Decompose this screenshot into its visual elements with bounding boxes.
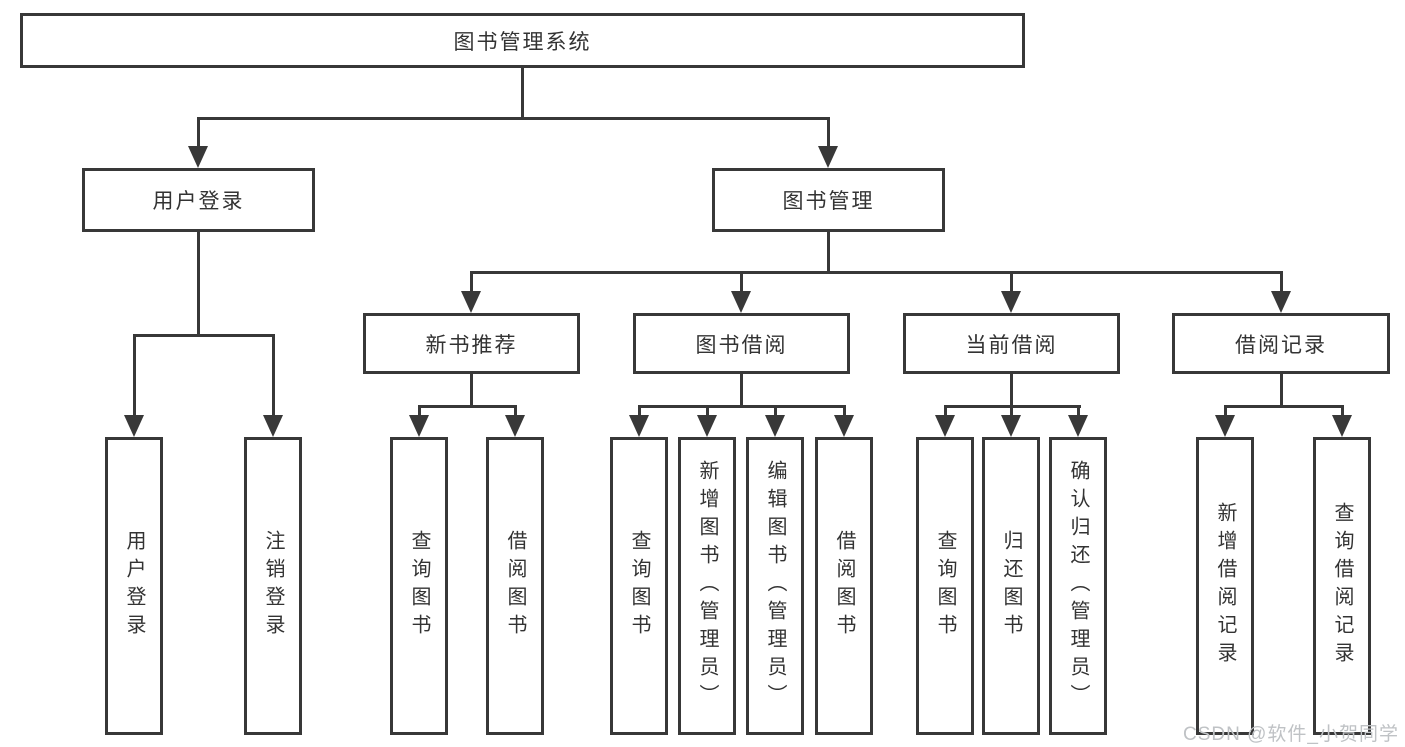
arrowhead-new-book xyxy=(461,291,481,313)
leaf-add-borrow-record: 新增借阅记录 xyxy=(1196,437,1254,735)
leaf-query-books-recommend-label: 查询图书 xyxy=(408,530,430,642)
leaf-return-books-label: 归还图书 xyxy=(1000,530,1022,642)
edge-stem-br-add xyxy=(1224,405,1227,416)
leaf-add-borrow-record-label: 新增借阅记录 xyxy=(1214,502,1236,670)
arrowhead-bb-edit xyxy=(765,415,785,437)
node-current-borrowing: 当前借阅 xyxy=(903,313,1120,374)
leaf-confirm-return-admin-label: 确认归还（管理员） xyxy=(1067,460,1089,712)
edge-stem-nb-borrow xyxy=(514,405,517,416)
edge-records-drop xyxy=(1280,374,1283,407)
edge-newbook-bar xyxy=(418,405,517,408)
edge-root-bar xyxy=(197,117,830,120)
arrowhead-leaf-logout xyxy=(263,415,283,437)
leaf-user-login: 用户登录 xyxy=(105,437,163,735)
watermark: CSDN @软件_小贺同学 xyxy=(1183,724,1399,745)
leaf-borrow-books-recommend: 借阅图书 xyxy=(486,437,544,735)
edge-newbook-drop xyxy=(470,374,473,407)
edge-records-bar xyxy=(1224,405,1344,408)
leaf-query-books-current-label: 查询图书 xyxy=(934,530,956,642)
edge-userlogin-drop xyxy=(197,232,200,336)
edge-stem-bb-add xyxy=(706,405,709,416)
edge-stem-user-login xyxy=(197,117,200,148)
node-book-management: 图书管理 xyxy=(712,168,945,232)
edge-stem-borrow-records xyxy=(1280,271,1283,292)
node-user-login: 用户登录 xyxy=(82,168,315,232)
leaf-logout: 注销登录 xyxy=(244,437,302,735)
leaf-edit-books-admin: 编辑图书（管理员） xyxy=(746,437,804,735)
edge-stem-bb-borrow xyxy=(843,405,846,416)
arrowhead-br-query xyxy=(1332,415,1352,437)
arrowhead-leaf-user-login xyxy=(124,415,144,437)
leaf-borrow-books: 借阅图书 xyxy=(815,437,873,735)
leaf-query-borrow-record-label: 查询借阅记录 xyxy=(1331,502,1353,670)
edge-stem-nb-query xyxy=(418,405,421,416)
arrowhead-cb-confirm xyxy=(1068,415,1088,437)
edge-stem-cb-confirm xyxy=(1077,405,1080,416)
leaf-query-books-recommend: 查询图书 xyxy=(390,437,448,735)
edge-userlogin-bar xyxy=(133,334,275,337)
leaf-add-books-admin-label: 新增图书（管理员） xyxy=(696,460,718,712)
arrowhead-cb-return xyxy=(1001,415,1021,437)
leaf-return-books: 归还图书 xyxy=(982,437,1040,735)
edge-current-drop xyxy=(1010,374,1013,407)
edge-stem-leaf-logout xyxy=(272,334,275,416)
edge-stem-bb-edit xyxy=(774,405,777,416)
arrowhead-book-management xyxy=(818,146,838,168)
leaf-logout-label: 注销登录 xyxy=(262,530,284,642)
node-book-borrowing: 图书借阅 xyxy=(633,313,850,374)
arrowhead-user-login xyxy=(188,146,208,168)
edge-stem-book-borrow xyxy=(740,271,743,292)
leaf-confirm-return-admin: 确认归还（管理员） xyxy=(1049,437,1107,735)
edge-current-bar xyxy=(944,405,1081,408)
edge-stem-book-management xyxy=(827,117,830,148)
edge-stem-bb-query xyxy=(638,405,641,416)
arrowhead-nb-borrow xyxy=(505,415,525,437)
node-new-book-recommendation: 新书推荐 xyxy=(363,313,580,374)
edge-borrow-drop xyxy=(740,374,743,407)
leaf-query-books-borrow: 查询图书 xyxy=(610,437,668,735)
edge-stem-cb-return xyxy=(1010,405,1013,416)
edge-bookmgmt-bar xyxy=(470,271,1283,274)
arrowhead-current-borrow xyxy=(1001,291,1021,313)
edge-borrow-bar xyxy=(638,405,846,408)
edge-stem-leaf-user-login xyxy=(133,334,136,416)
arrowhead-nb-query xyxy=(409,415,429,437)
edge-stem-new-book xyxy=(470,271,473,292)
edge-root-drop xyxy=(521,68,524,119)
edge-stem-current-borrow xyxy=(1010,271,1013,292)
node-library-management-system: 图书管理系统 xyxy=(20,13,1025,68)
edge-bookmgmt-drop xyxy=(827,232,830,274)
leaf-user-login-label: 用户登录 xyxy=(123,530,145,642)
arrowhead-borrow-records xyxy=(1271,291,1291,313)
edge-stem-cb-query xyxy=(944,405,947,416)
leaf-add-books-admin: 新增图书（管理员） xyxy=(678,437,736,735)
arrowhead-bb-borrow xyxy=(834,415,854,437)
arrowhead-bb-query xyxy=(629,415,649,437)
edge-stem-br-query xyxy=(1341,405,1344,416)
leaf-query-books-borrow-label: 查询图书 xyxy=(628,530,650,642)
arrowhead-br-add xyxy=(1215,415,1235,437)
leaf-borrow-books-recommend-label: 借阅图书 xyxy=(504,530,526,642)
arrowhead-cb-query xyxy=(935,415,955,437)
arrowhead-book-borrow xyxy=(731,291,751,313)
leaf-edit-books-admin-label: 编辑图书（管理员） xyxy=(764,460,786,712)
node-borrowing-records: 借阅记录 xyxy=(1172,313,1390,374)
arrowhead-bb-add xyxy=(697,415,717,437)
leaf-borrow-books-label: 借阅图书 xyxy=(833,530,855,642)
leaf-query-borrow-record: 查询借阅记录 xyxy=(1313,437,1371,735)
leaf-query-books-current: 查询图书 xyxy=(916,437,974,735)
